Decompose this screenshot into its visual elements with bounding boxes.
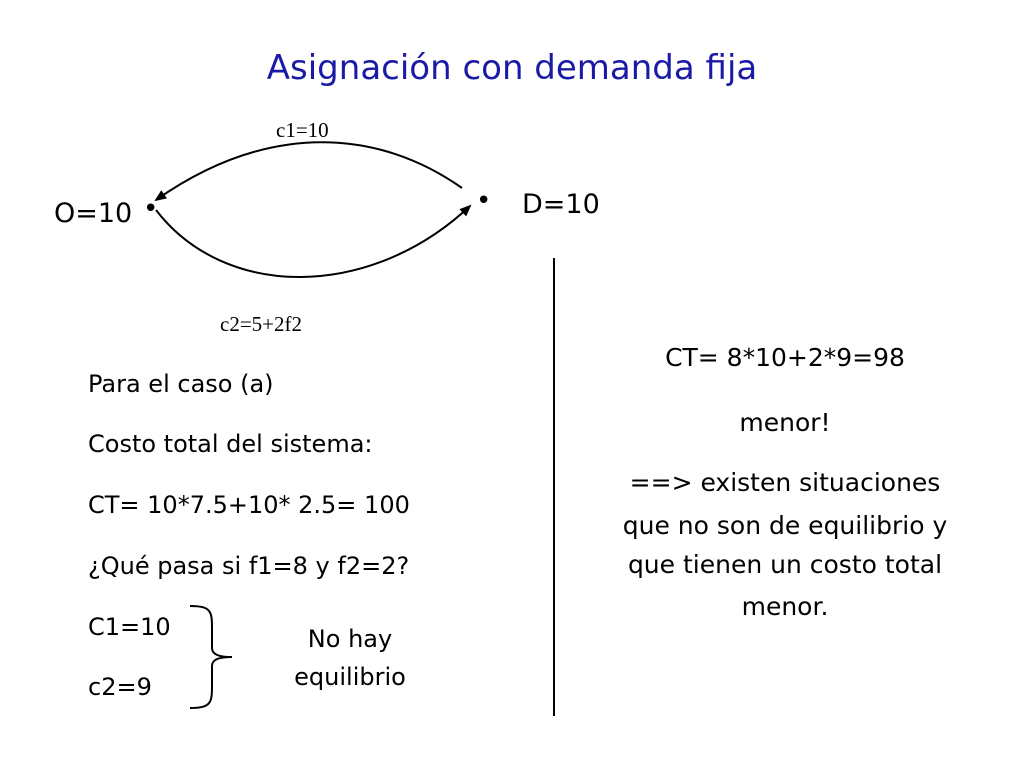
conclusion-line-4: menor. [741, 592, 829, 621]
lower-cost-note: menor! [739, 408, 831, 437]
what-if-question: ¿Qué pasa si f1=8 y f2=2? [88, 552, 410, 580]
alternative-cost-formula: CT= 8*10+2*9=98 [665, 343, 905, 372]
c2-value: c2=9 [88, 673, 152, 701]
case-heading: Para el caso (a) [88, 370, 274, 398]
brace [189, 605, 233, 709]
lower-link-arrow [155, 204, 472, 278]
conclusion-line-2: que no son de equilibrio y [622, 511, 948, 540]
origin-node-label: O=10 [54, 198, 133, 229]
lower-link-cost-label: c2=5+2f2 [220, 312, 303, 336]
no-equilibrium-note-line-2: equilibrio [294, 663, 406, 691]
equilibrium-cost-formula: CT= 10*7.5+10* 2.5= 100 [88, 491, 410, 519]
no-equilibrium-note-line-1: No hay [307, 625, 393, 653]
conclusion-line-3: que tienen un costo total [627, 550, 943, 579]
system-cost-heading: Costo total del sistema: [88, 430, 373, 458]
upper-link-cost-label: c1=10 [276, 118, 329, 142]
conclusion-line-1: ==> existen situaciones [629, 468, 941, 497]
origin-node-dot: • [143, 194, 159, 224]
slide-title: Asignación con demanda fija [266, 48, 758, 88]
destination-node-dot: • [476, 186, 492, 216]
c1-value: C1=10 [88, 613, 171, 641]
destination-node-label: D=10 [522, 189, 600, 220]
upper-link-arrow [154, 141, 463, 202]
